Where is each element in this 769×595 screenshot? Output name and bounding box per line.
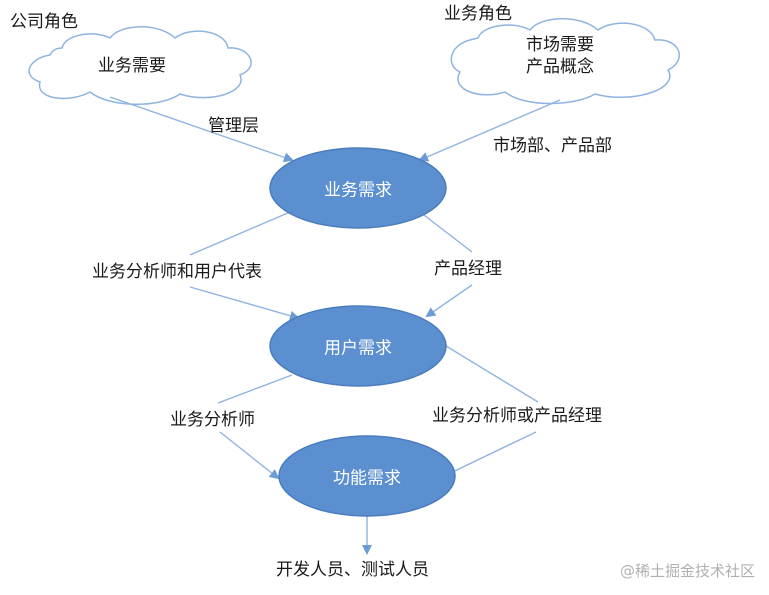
business-cloud-line2: 产品概念 bbox=[526, 57, 594, 77]
edge-label-mgmt: 管理层 bbox=[208, 116, 259, 136]
edge-business-to-user-b2 bbox=[425, 284, 473, 318]
edge-label-dev-test: 开发人员、测试人员 bbox=[276, 560, 429, 580]
edge-label-market-product: 市场部、产品部 bbox=[493, 136, 612, 156]
business-cloud-text: 市场需要 产品概念 bbox=[526, 34, 594, 78]
edge-user-to-function-b1 bbox=[445, 345, 539, 403]
node-function-req-label: 功能需求 bbox=[333, 468, 401, 489]
node-user-req-label: 用户需求 bbox=[324, 338, 392, 359]
node-function-req bbox=[278, 435, 456, 517]
edge-user-to-function-b2 bbox=[438, 431, 537, 480]
edge-business-to-user-b1 bbox=[419, 211, 473, 253]
edge-user-to-function-a2 bbox=[219, 431, 280, 480]
edge-label-analyst-or-pm: 业务分析师或产品经理 bbox=[432, 406, 602, 426]
node-business-req-label: 业务需求 bbox=[324, 180, 392, 201]
business-cloud-line1: 市场需要 bbox=[526, 35, 594, 55]
business-cloud bbox=[450, 18, 680, 105]
connectors bbox=[109, 96, 561, 555]
edge-user-to-function-a1 bbox=[217, 374, 293, 404]
node-user-req bbox=[269, 305, 447, 387]
edge-company-to-business bbox=[109, 96, 294, 163]
business-role-title: 业务角色 bbox=[444, 4, 512, 24]
edge-label-analyst: 业务分析师 bbox=[170, 410, 255, 430]
node-business-req bbox=[269, 147, 447, 229]
company-cloud bbox=[28, 26, 252, 105]
edge-business-to-user-a2 bbox=[189, 286, 300, 321]
watermark: @稀土掘金技术社区 bbox=[619, 562, 755, 580]
edge-business-role-to-business bbox=[418, 99, 561, 162]
edge-business-to-user-a1 bbox=[189, 211, 291, 256]
company-cloud-text: 业务需要 bbox=[98, 56, 166, 76]
edge-label-analyst-user-rep: 业务分析师和用户代表 bbox=[92, 262, 262, 282]
company-role-title: 公司角色 bbox=[10, 12, 78, 32]
edge-label-product-manager: 产品经理 bbox=[434, 259, 502, 279]
